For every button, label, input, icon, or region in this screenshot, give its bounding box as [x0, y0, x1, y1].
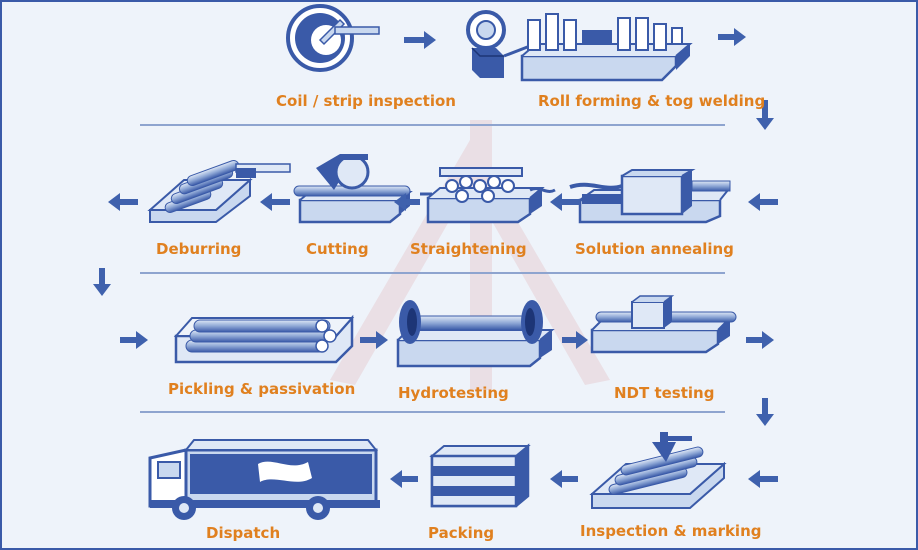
- arrow-right: [562, 331, 588, 349]
- pickling-tank-icon: [173, 314, 355, 364]
- hydrotest-machine-icon: [396, 300, 555, 368]
- arrow-right: [120, 331, 148, 349]
- arrow-left: [748, 193, 778, 211]
- truck-icon: [148, 439, 380, 520]
- step-label-hydrotesting: Hydrotesting: [398, 384, 509, 402]
- deburring-machine-icon: [147, 159, 291, 223]
- arrow-left: [390, 470, 418, 488]
- arrow-left: [394, 193, 420, 211]
- arrow-left: [108, 193, 138, 211]
- step-label-pickling: Pickling & passivation: [168, 380, 356, 398]
- arrow-right: [718, 28, 746, 46]
- arrow-left: [748, 470, 778, 488]
- step-label-cutting: Cutting: [306, 240, 369, 258]
- step-label-ndt-testing: NDT testing: [614, 384, 715, 402]
- arrow-left: [550, 470, 578, 488]
- arrow-down: [756, 398, 774, 426]
- ndt-tester-icon: [590, 295, 737, 354]
- arrow-right: [746, 331, 774, 349]
- step-label-packing: Packing: [428, 524, 495, 542]
- arrow-left: [550, 193, 580, 211]
- step-label-coil-inspection: Coil / strip inspection: [276, 92, 456, 110]
- arrow-right: [360, 331, 388, 349]
- step-label-dispatch: Dispatch: [206, 524, 281, 542]
- step-label-roll-forming: Roll forming & tog welding: [538, 92, 766, 110]
- roll-forming-machine-icon: [466, 10, 693, 82]
- arrow-left: [260, 193, 290, 211]
- step-label-inspection-marking: Inspection & marking: [580, 522, 762, 540]
- annealing-furnace-icon: [569, 169, 731, 224]
- packing-crate-icon: [429, 443, 531, 508]
- step-label-solution-annealing: Solution annealing: [575, 240, 734, 258]
- coil-icon: [286, 4, 380, 72]
- marking-machine-icon: [589, 432, 727, 509]
- step-label-deburring: Deburring: [156, 240, 242, 258]
- flow-arrows: [93, 28, 778, 488]
- cutting-saw-icon: [293, 154, 413, 224]
- step-label-straightening: Straightening: [410, 240, 527, 258]
- straightening-machine-icon: [420, 167, 556, 224]
- arrow-down: [756, 100, 774, 130]
- arrow-down: [93, 268, 111, 296]
- arrow-right: [404, 31, 436, 49]
